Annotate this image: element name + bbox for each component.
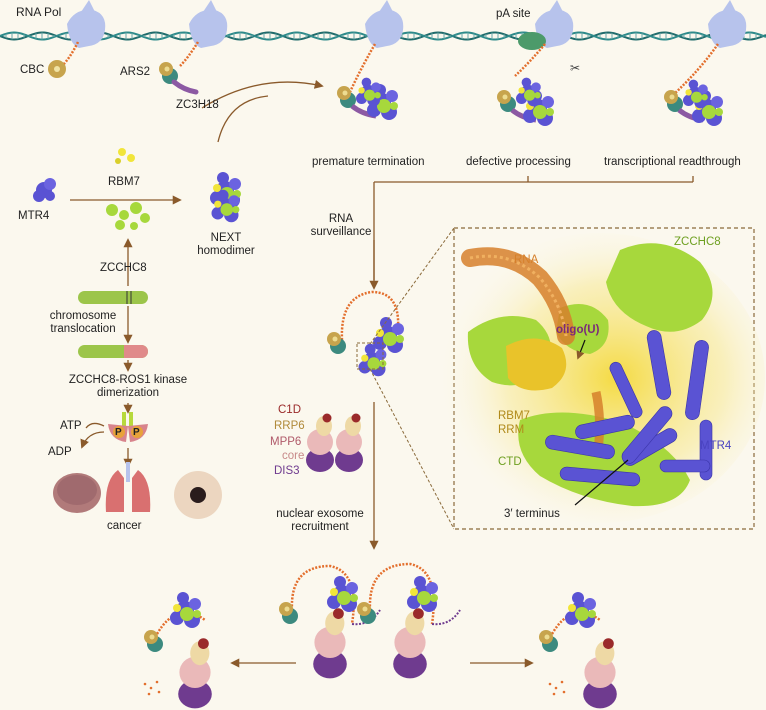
cancer-label: cancer [107, 520, 142, 532]
inset-ctd-label: CTD [498, 456, 522, 468]
rna-polymerase-1 [67, 0, 106, 48]
rna-surveillance-label: RNA surveillance [306, 213, 376, 239]
next-homodimer-label-line2: homodimer [197, 245, 255, 257]
mtr4-label: MTR4 [18, 210, 50, 222]
svg-text:✂: ✂ [570, 61, 580, 75]
exosome-1 [306, 413, 334, 472]
kinase-dimerization-label: ZCCHC8-ROS1 kinase dimerization [56, 374, 200, 400]
chromosome-normal [78, 291, 148, 304]
ars2-zc3h18-complex [159, 62, 199, 95]
rbm7-molecule [115, 148, 135, 164]
chromosome-translocation-label-line2: translocation [50, 323, 116, 335]
adp-label: ADP [48, 446, 72, 458]
pa-site-label: pA site [496, 8, 531, 20]
brain-icon [53, 473, 101, 513]
complex-transcriptional-readthrough [664, 79, 723, 126]
central-next-rna-complex [327, 290, 404, 377]
mtr4-molecule [33, 178, 56, 202]
pa-site-factor [518, 32, 546, 50]
inset-oligo-u-label: oligo(U) [556, 324, 600, 336]
inset-zcchc8-label: ZCCHC8 [674, 236, 721, 248]
exosome-2 [335, 413, 363, 472]
zc3h18-label: ZC3H18 [176, 99, 219, 111]
lungs-icon [105, 462, 151, 512]
nuclear-exosome-label: nuclear exosome recruitment [268, 508, 372, 534]
next-homodimer-label: NEXT homodimer [196, 232, 256, 258]
zcchc8-molecule [106, 202, 150, 230]
rna-surveillance-label-line1: RNA [328, 213, 354, 225]
ars2-label: ARS2 [120, 66, 151, 78]
rna-pol-label: RNA Pol [16, 5, 62, 19]
core-label: core [282, 450, 305, 462]
bottom-left-complex [143, 592, 212, 709]
complex-defective-processing [497, 77, 554, 126]
rbm7-label: RBM7 [108, 176, 140, 188]
cbc-label: CBC [20, 64, 45, 76]
next-homodimer-label-line1: NEXT [210, 232, 242, 244]
nuclear-exosome-label-line2: recruitment [291, 521, 349, 533]
rna-polymerase-2 [189, 0, 228, 48]
rna-polymerase-5 [708, 0, 747, 48]
chromosome-translocation-label-line1: chromosome [49, 310, 117, 322]
bottom-right-complex [539, 592, 617, 709]
phosphate-label-1: P [115, 427, 122, 438]
bottom-center-complex [279, 562, 461, 679]
transcriptional-readthrough-label: transcriptional readthrough [604, 156, 741, 168]
inset-rna-label: RNA [514, 254, 539, 266]
rrp6-label: RRP6 [274, 420, 305, 432]
nuclear-exosome-label-line1: nuclear exosome [276, 508, 364, 520]
inset-3-terminus-label: 3′ terminus [504, 508, 560, 520]
defective-processing-label: defective processing [466, 156, 571, 168]
structure-inset [435, 227, 765, 530]
phosphate-label-2: P [133, 427, 140, 438]
kinase-dimerization-label-line2: dimerization [97, 387, 159, 399]
complex-premature-termination [337, 77, 398, 120]
next-homodimer-molecule [210, 172, 241, 223]
atp-label: ATP [60, 420, 82, 432]
inset-rbm7-label: RBM7 [498, 410, 530, 422]
c1d-label: C1D [278, 404, 302, 416]
mpp6-label: MPP6 [270, 436, 302, 448]
kinase-dimerization-label-line1: ZCCHC8-ROS1 kinase [68, 374, 188, 386]
kinase-dimer [108, 412, 148, 442]
rna-surveillance-label-line2: surveillance [310, 226, 372, 238]
dis3-label: DIS3 [274, 465, 300, 477]
premature-termination-label: premature termination [312, 156, 425, 168]
cell-icon [174, 471, 222, 519]
inset-rrm-label: RRM [498, 424, 525, 436]
nascent-rna [61, 41, 720, 97]
chromosome-translocation-label: chromosome translocation [38, 310, 128, 336]
inset-mtr4-label: MTR4 [700, 440, 732, 452]
zcchc8-label: ZCCHC8 [100, 262, 147, 274]
chromosome-fusion [78, 345, 148, 358]
rna-polymerase-3 [365, 0, 404, 48]
